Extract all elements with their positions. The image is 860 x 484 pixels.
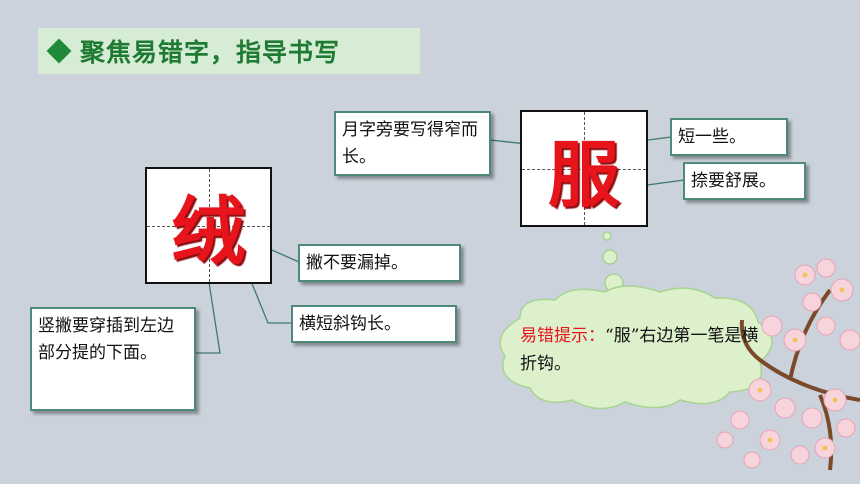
note-short: 短一些。 [670, 118, 788, 156]
note-heng-hook: 横短斜钩长。 [291, 305, 457, 343]
note-yue-side-text: 月字旁要写得窄而长。 [342, 120, 478, 167]
note-shu-pie-text: 竖撇要穿插到左边部分提的下面。 [38, 316, 174, 363]
error-hint-text: “服”右边第一笔是横折钩。 [520, 326, 759, 374]
error-hint: 易错提示：“服”右边第一笔是横折钩。 [520, 322, 760, 378]
note-na: 捺要舒展。 [683, 162, 806, 200]
character-rong: 绒 [171, 189, 246, 275]
note-na-text: 捺要舒展。 [691, 171, 776, 191]
note-pie-missing-text: 撇不要漏掉。 [306, 253, 408, 273]
character-fu: 服 [547, 133, 620, 217]
note-shu-pie: 竖撇要穿插到左边部分提的下面。 [30, 307, 196, 411]
note-short-text: 短一些。 [678, 127, 746, 147]
grid-vertical-guide [584, 112, 585, 225]
error-hint-label: 易错提示： [520, 326, 605, 346]
grid-vertical-guide [208, 169, 210, 282]
fu-character-grid: 服 [520, 110, 648, 227]
page-title: 聚焦易错字，指导书写 [80, 38, 341, 67]
note-heng-hook-text: 横短斜钩长。 [299, 314, 401, 334]
note-pie-missing: 撇不要漏掉。 [298, 244, 461, 282]
title-banner: 聚焦易错字，指导书写 [38, 28, 420, 74]
rong-character-grid: 绒 [145, 167, 272, 284]
note-yue-side: 月字旁要写得窄而长。 [334, 111, 491, 176]
